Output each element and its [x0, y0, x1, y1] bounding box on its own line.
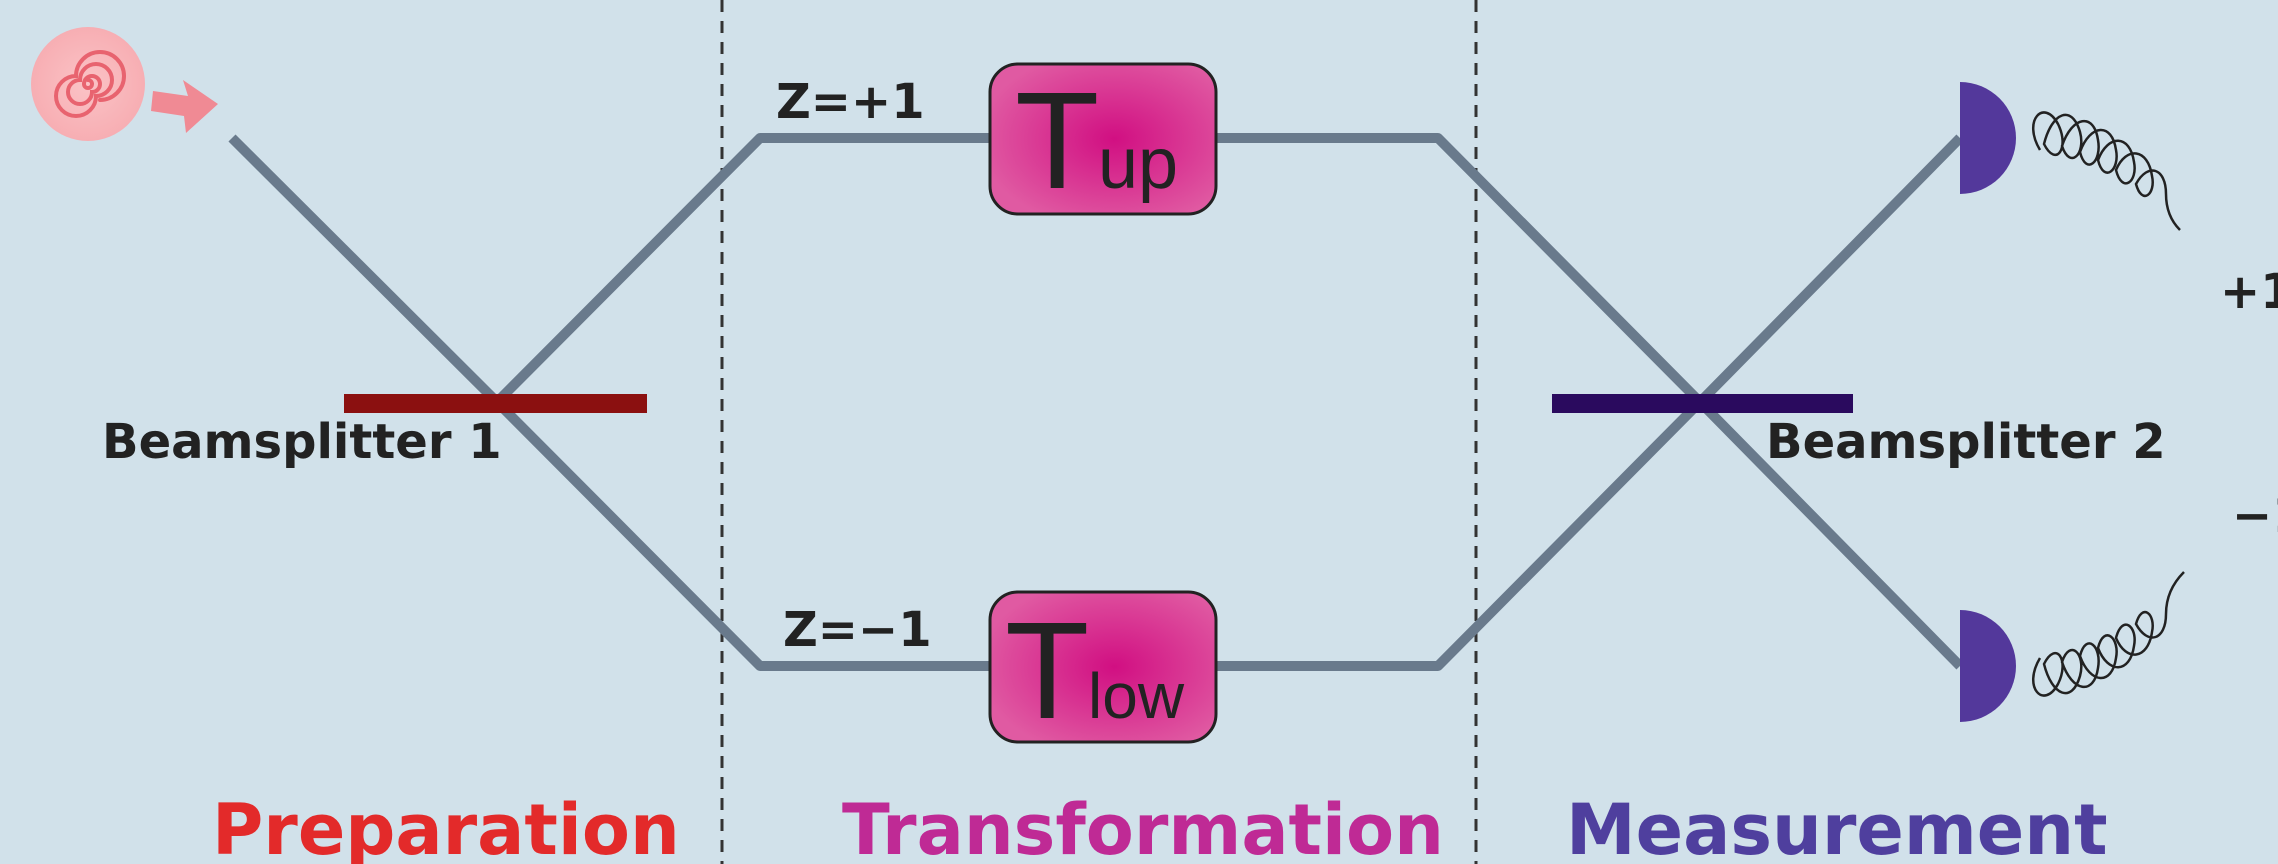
beamsplitter-2: [1552, 394, 1853, 413]
box-upper-sub-text: up: [1098, 124, 1178, 204]
section-title-transformation: Transformation: [842, 789, 1444, 864]
box-lower-main-text: T: [1005, 594, 1089, 748]
beam-paths: [228, 133, 1964, 671]
upper-arm-beam: [493, 133, 990, 406]
detector-up-wire: [2032, 111, 2181, 231]
detector-down-wire: [2032, 571, 2185, 697]
beamsplitter-1-label: Beamsplitter 1: [102, 414, 502, 470]
arrow-icon: [151, 80, 218, 133]
z-plus-label: Z=+1: [776, 74, 925, 130]
box-upper-main-text: T: [1015, 64, 1099, 218]
detector-icon: [1960, 610, 2016, 722]
upper-arm-output-beam: [1216, 133, 1964, 670]
input-beam: [228, 134, 501, 406]
section-title-measurement: Measurement: [1566, 789, 2108, 864]
z-minus-label: Z=−1: [783, 602, 932, 658]
transform-box-lower: T low: [988, 590, 1218, 748]
transform-box-upper: T up: [988, 62, 1218, 218]
box-lower-sub-text: low: [1088, 660, 1185, 732]
detector-up-value: +1: [2220, 264, 2278, 320]
photon-source-icon: [31, 27, 145, 141]
detector-down-value: −1: [2232, 488, 2278, 544]
beamsplitter-2-label: Beamsplitter 2: [1766, 414, 2166, 470]
detector-icon: [1960, 82, 2016, 194]
beamsplitter-1: [344, 394, 647, 413]
lower-arm-beam: [493, 398, 990, 671]
lower-arm-output-beam: [1216, 134, 1964, 671]
section-title-preparation: Preparation: [212, 789, 680, 864]
